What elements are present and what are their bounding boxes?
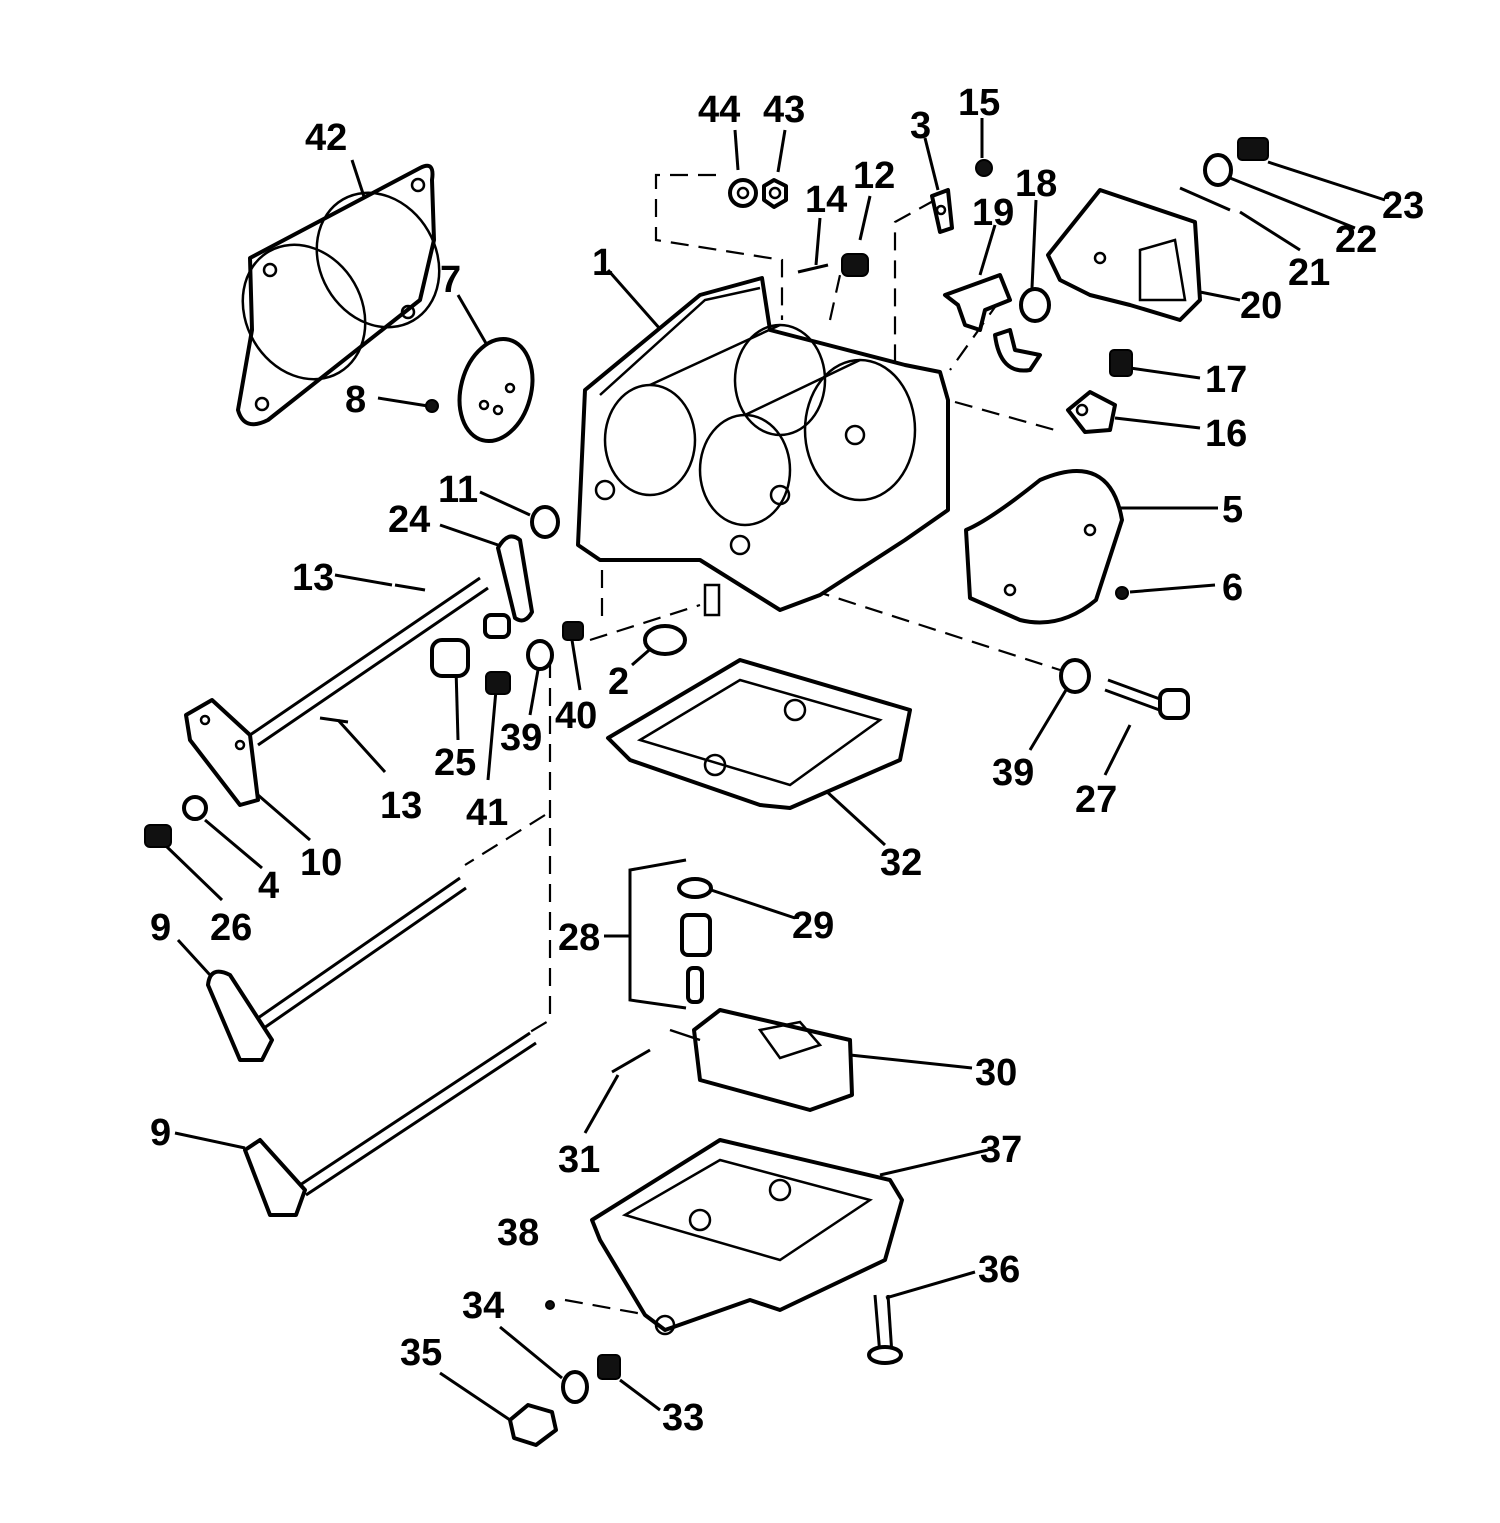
ball-38 xyxy=(545,1300,555,1310)
washer-39-left xyxy=(526,639,554,671)
callout-35: 35 xyxy=(400,1332,442,1374)
washer-22 xyxy=(1203,153,1233,187)
callout-38: 38 xyxy=(497,1212,539,1254)
callout-34: 34 xyxy=(462,1285,504,1327)
washer-34 xyxy=(561,1370,589,1404)
callout-4: 4 xyxy=(258,865,279,907)
float-bowl-37 xyxy=(590,1138,904,1336)
washer-4 xyxy=(182,795,208,821)
callout-32: 32 xyxy=(880,842,922,884)
callout-9-lower: 9 xyxy=(150,1112,171,1154)
lock-washer-44 xyxy=(728,178,758,208)
gasket-5 xyxy=(964,469,1124,625)
flange-gasket xyxy=(236,163,441,427)
callout-39-left: 39 xyxy=(500,717,542,759)
o-ring-29 xyxy=(677,877,713,899)
pin-13-lower xyxy=(319,716,349,724)
washer-39-right xyxy=(1059,658,1091,694)
callout-37: 37 xyxy=(980,1129,1022,1171)
drain-plug-35 xyxy=(508,1403,558,1447)
callout-44: 44 xyxy=(698,89,740,131)
alignment-lines xyxy=(464,173,1061,1320)
bowl-gasket-32 xyxy=(606,658,912,810)
carburetor-body xyxy=(576,276,950,617)
callout-31: 31 xyxy=(558,1139,600,1181)
callout-43: 43 xyxy=(763,89,805,131)
callout-36: 36 xyxy=(978,1249,1020,1291)
jet-33 xyxy=(597,1354,621,1380)
callout-1: 1 xyxy=(592,242,613,284)
callout-21: 21 xyxy=(1288,252,1330,294)
choke-plate xyxy=(457,336,535,444)
callout-33: 33 xyxy=(662,1397,704,1439)
pin-13-upper xyxy=(394,583,426,592)
cover-plate-20 xyxy=(1046,188,1202,322)
callout-12: 12 xyxy=(853,155,895,197)
fitting-16 xyxy=(1066,390,1117,434)
shaft-9-lower xyxy=(243,1031,537,1217)
callout-9-upper: 9 xyxy=(150,907,171,949)
screw-41 xyxy=(485,671,511,695)
callout-30: 30 xyxy=(975,1052,1017,1094)
callout-8: 8 xyxy=(345,379,366,421)
callout-26: 26 xyxy=(210,907,252,949)
callout-11: 11 xyxy=(438,469,478,511)
callout-19: 19 xyxy=(972,192,1014,234)
callout-17: 17 xyxy=(1205,359,1247,401)
screw-15 xyxy=(975,159,993,177)
screw-8 xyxy=(425,399,439,413)
callout-13-lower: 13 xyxy=(380,785,422,827)
washer-18 xyxy=(1019,287,1051,323)
callout-39-right: 39 xyxy=(992,752,1034,794)
bracket-3 xyxy=(930,188,954,234)
screw-40 xyxy=(562,621,584,641)
callout-5: 5 xyxy=(1222,489,1243,531)
callout-13-upper: 13 xyxy=(292,557,334,599)
washer-11 xyxy=(530,505,560,539)
callout-6: 6 xyxy=(1222,567,1243,609)
idle-screw-27 xyxy=(1104,678,1190,720)
callout-22: 22 xyxy=(1335,219,1377,261)
callout-10: 10 xyxy=(300,842,342,884)
callout-7: 7 xyxy=(440,259,461,301)
screw-26 xyxy=(144,824,172,848)
callout-18: 18 xyxy=(1015,163,1057,205)
nut-43 xyxy=(762,178,788,209)
throttle-shaft-10 xyxy=(184,576,489,807)
callout-14: 14 xyxy=(805,179,847,221)
leader-lines xyxy=(163,118,1386,1422)
screw-6 xyxy=(1115,586,1129,600)
bushing-25 xyxy=(430,638,470,678)
shaft-9-upper xyxy=(206,876,467,1062)
callout-2: 2 xyxy=(608,661,629,703)
screw-36 xyxy=(867,1294,903,1365)
callout-42: 42 xyxy=(305,117,347,159)
callout-24: 24 xyxy=(388,499,430,541)
callout-29: 29 xyxy=(792,905,834,947)
plug-2 xyxy=(643,624,687,656)
callout-15: 15 xyxy=(958,82,1000,124)
callout-41: 41 xyxy=(466,792,508,834)
callout-40: 40 xyxy=(555,695,597,737)
callout-23: 23 xyxy=(1382,185,1424,227)
pin-21 xyxy=(1179,186,1231,212)
callout-16: 16 xyxy=(1205,413,1247,455)
callout-27: 27 xyxy=(1075,779,1117,821)
pin-14 xyxy=(797,263,829,274)
screw-23 xyxy=(1237,137,1269,161)
callout-labels: 1 2 3 4 5 6 7 8 9 9 10 11 12 13 13 14 15… xyxy=(150,82,1424,1439)
callout-3: 3 xyxy=(910,105,931,147)
screw-17 xyxy=(1109,349,1133,377)
needle-valve-28 xyxy=(680,913,712,1004)
spring-12 xyxy=(841,253,869,277)
callout-25: 25 xyxy=(434,742,476,784)
lever-19 xyxy=(943,273,1042,373)
callout-20: 20 xyxy=(1240,285,1282,327)
lever-24 xyxy=(483,534,534,639)
float-30 xyxy=(669,1008,854,1112)
callout-28: 28 xyxy=(558,917,600,959)
pin-31 xyxy=(611,1048,651,1074)
